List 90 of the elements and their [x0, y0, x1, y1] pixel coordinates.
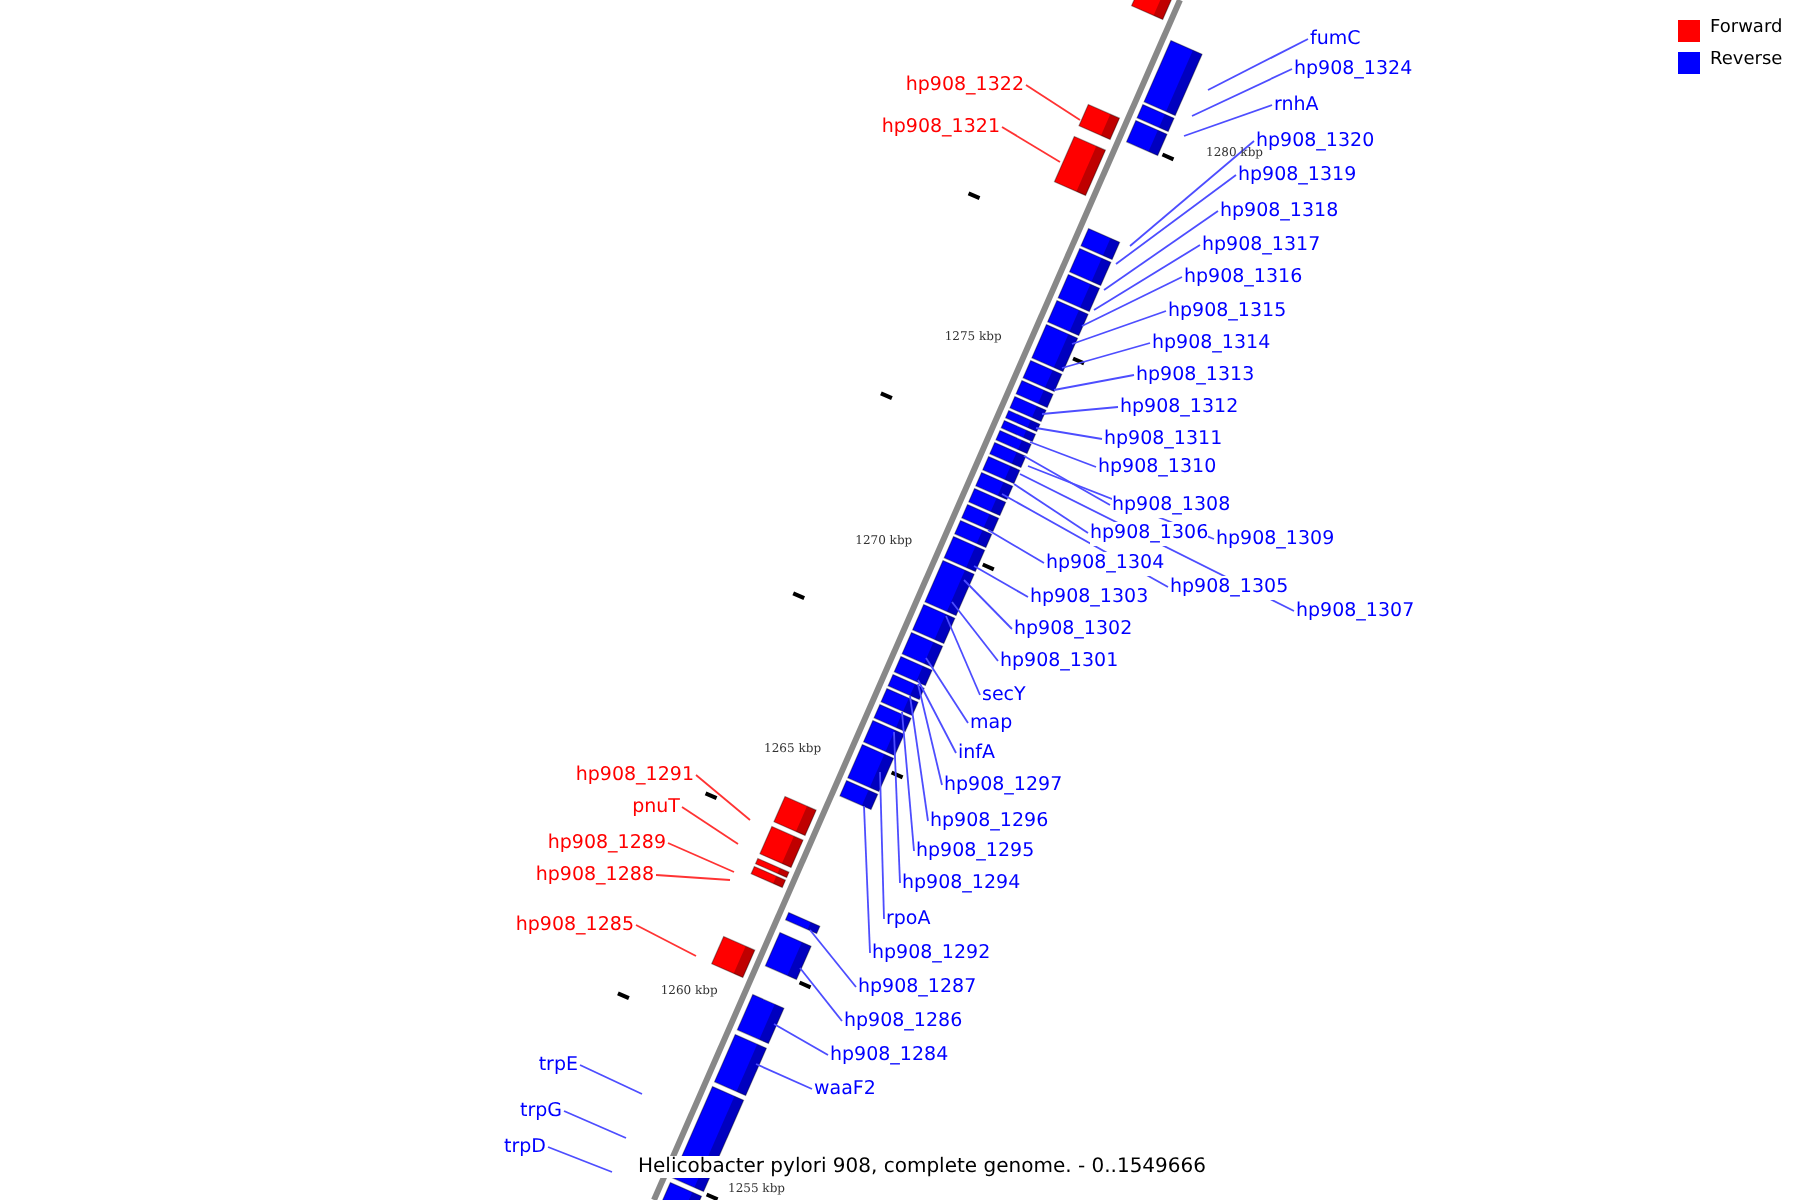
gene-label: hp908_1305	[1170, 575, 1289, 599]
leader-line	[579, 1064, 643, 1095]
leader-line	[1071, 310, 1167, 345]
gene-label: hp908_1292	[872, 941, 991, 965]
leader-line	[695, 774, 751, 821]
leader-line	[667, 842, 735, 873]
gene-label: hp908_1311	[1104, 427, 1223, 451]
gene-label: waaF2	[814, 1077, 876, 1101]
leader-line	[1053, 374, 1135, 391]
leader-line	[635, 924, 697, 957]
gene-label: hp908_1320	[1256, 129, 1375, 153]
gene-label: hp908_1318	[1220, 199, 1339, 223]
leader-line	[809, 929, 857, 988]
gene-label: hp908_1303	[1030, 585, 1149, 609]
leader-line	[1013, 483, 1089, 534]
gene-label: map	[970, 711, 1013, 735]
gene-label: hp908_1322	[905, 73, 1024, 97]
gene-label: hp908_1285	[515, 913, 634, 937]
leader-line	[1081, 276, 1183, 327]
gene-label: hp908_1297	[944, 773, 1063, 797]
leader-line	[909, 695, 929, 822]
leader-line	[863, 805, 871, 954]
leader-line	[1061, 342, 1151, 369]
leader-line	[1183, 104, 1273, 137]
gene-label: hp908_1286	[844, 1009, 963, 1033]
gene-label: hp908_1316	[1184, 265, 1303, 289]
leader-line	[1041, 406, 1119, 415]
leader-line	[917, 679, 957, 754]
leader-line	[1029, 441, 1097, 468]
gene-label: hp908_1315	[1168, 299, 1287, 323]
caption: Helicobacter pylori 908, complete genome. - 0..1549666	[638, 1156, 1206, 1178]
gene-label: hp908_1296	[930, 809, 1049, 833]
leader-line	[773, 1023, 829, 1056]
gene-label: hp908_1321	[881, 115, 1000, 139]
leader-line	[1001, 126, 1061, 163]
gene-label: hp908_1324	[1294, 57, 1413, 81]
gene-label: hp908_1302	[1014, 617, 1133, 641]
leader-line	[681, 806, 739, 845]
gene-label: hp908_1308	[1112, 493, 1231, 517]
leader-line	[879, 771, 885, 920]
gene-label: hp908_1312	[1120, 395, 1239, 419]
leader-line	[655, 874, 731, 881]
leader-line	[1103, 210, 1219, 291]
gene-label: hp908_1301	[1000, 649, 1119, 673]
leader-line	[973, 565, 1029, 598]
leader-line	[917, 683, 943, 786]
leader-line	[951, 601, 999, 662]
leader-line	[925, 657, 969, 724]
gene-label: hp908_1314	[1152, 331, 1271, 355]
leader-line	[1207, 38, 1309, 91]
gene-label: hp908_1306	[1090, 521, 1209, 545]
leader-line	[1129, 140, 1255, 247]
leader-line	[547, 1146, 613, 1173]
gene-label: pnuT	[632, 795, 680, 819]
leader-line	[963, 579, 1013, 630]
leader-line	[563, 1110, 627, 1139]
gene-label: hp908_1294	[902, 871, 1021, 895]
leader-line	[945, 615, 981, 696]
gene-label: hp908_1295	[916, 839, 1035, 863]
leader-line	[1025, 84, 1081, 121]
gene-label: hp908_1291	[575, 763, 694, 787]
leader-line	[1093, 244, 1201, 311]
legend-label: Forward	[1710, 18, 1783, 38]
leader-line	[893, 731, 901, 884]
leader-line	[799, 967, 843, 1022]
gene-label: fumC	[1310, 27, 1361, 51]
gene-label: trpD	[504, 1135, 546, 1159]
gene-label: hp908_1319	[1238, 163, 1357, 187]
gene-label: hp908_1284	[830, 1043, 949, 1067]
gene-label: hp908_1304	[1046, 551, 1165, 575]
gene-label: hp908_1289	[547, 831, 666, 855]
gene-label: secY	[982, 683, 1026, 707]
gene-label: hp908_1313	[1136, 363, 1255, 387]
leader-line	[1023, 455, 1111, 506]
gene-label: hp908_1287	[858, 975, 977, 999]
gene-label: hp908_1307	[1296, 599, 1415, 623]
gene-label: hp908_1288	[535, 863, 654, 887]
leader-line	[987, 529, 1045, 564]
legend-label: Reverse	[1710, 50, 1783, 70]
leader-line	[755, 1063, 813, 1090]
gene-label: trpE	[538, 1053, 578, 1077]
gene-label: hp908_1317	[1202, 233, 1321, 257]
gene-label: hp908_1309	[1216, 527, 1335, 551]
leader-line	[1035, 427, 1103, 440]
gene-label: hp908_1310	[1098, 455, 1217, 479]
leader-line	[901, 711, 915, 852]
gene-label: rpoA	[886, 907, 931, 931]
leader-line	[1115, 174, 1237, 265]
leader-line	[1191, 68, 1293, 117]
gene-label: trpG	[519, 1099, 562, 1123]
